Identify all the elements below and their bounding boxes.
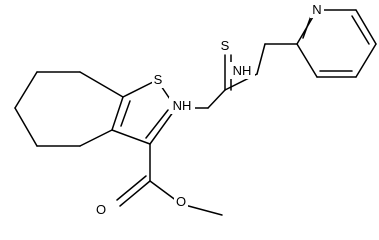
bond [14,107,38,147]
ester-oxygen-label: O [176,194,186,209]
amide-nh-left-label: NH [173,98,192,113]
atom-labels: S S NH NH N O O [94,1,324,218]
thiophene-ring [111,79,177,145]
bond [79,129,113,147]
bond [355,9,377,45]
bond [14,71,38,109]
bond [355,43,377,78]
bond [122,79,158,98]
amide-nh-right-label: NH [233,63,252,78]
cyclohexane-ring [14,71,124,147]
molecule-drawing: S S NH NH N O O [14,1,377,218]
bond [116,175,147,201]
methyl-ester-group [116,143,223,216]
bond [111,96,124,131]
thiocarbonyl-sulfur-label: S [221,38,230,53]
structure-canvas: S S NH NH N O O [14,1,377,218]
bond [79,71,124,98]
bond [256,43,266,75]
bond [111,129,151,145]
bond [145,109,169,139]
bond [119,180,151,207]
pyridine-nitrogen-label: N [312,2,321,17]
carbonyl-oxygen-label: O [96,202,106,217]
bond [302,15,312,39]
thiophene-sulfur-label: S [154,72,163,87]
bond [207,89,226,109]
bond [296,43,318,78]
bond [120,100,131,127]
bond [351,15,370,45]
pyridylmethyl-group [256,9,377,78]
